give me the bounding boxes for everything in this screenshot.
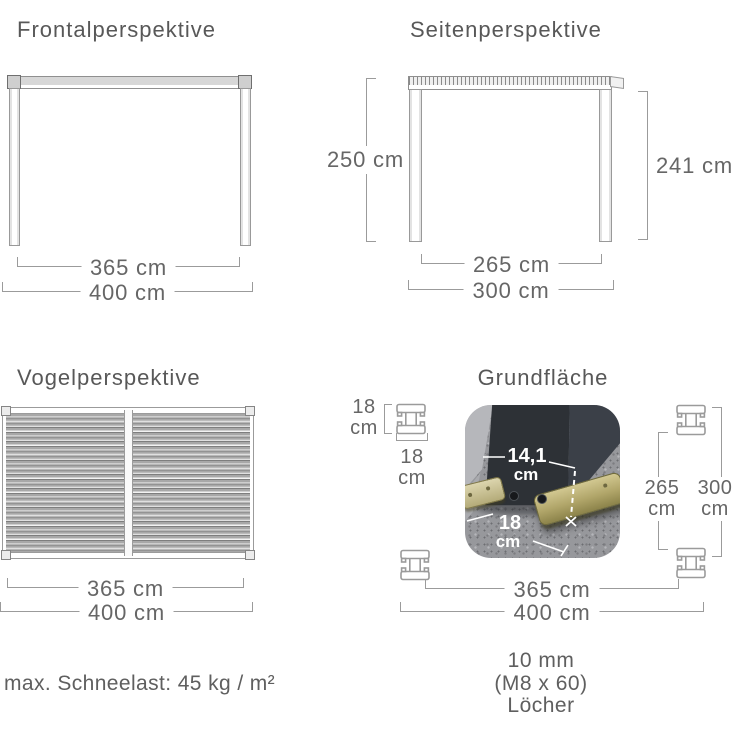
anchor-hole (509, 491, 519, 501)
side-total-height-dimension: 250 cm (322, 78, 409, 242)
plate-diagonal-value: 14,1 (508, 445, 547, 467)
front-top-beam (8, 76, 251, 89)
front-view-title: Frontalperspektive (17, 17, 216, 42)
front-inner-width-label: 365 cm (81, 255, 176, 280)
front-outer-width-label: 400 cm (80, 280, 175, 305)
post-front-dimension (396, 433, 428, 441)
post-profile-icon (400, 549, 430, 581)
birdseye-outer-width-dimension: 400 cm (0, 600, 253, 625)
side-clear-height-dimension: 241 cm (638, 91, 732, 240)
birdseye-view-title: Vogelperspektive (17, 365, 201, 390)
plate-width-unit: cm (496, 532, 521, 551)
side-beam-cap-right (610, 76, 624, 89)
anchor-hole (537, 494, 547, 504)
front-post-right (240, 88, 251, 246)
front-beam-cap-left (7, 75, 21, 89)
front-beam-cap-right (238, 75, 252, 89)
base-inner-width-dimension: 365 cm (425, 577, 679, 602)
post-profile-icon (676, 404, 706, 436)
birdseye-outer-width-label: 400 cm (79, 600, 174, 625)
panel-center-divider (124, 410, 133, 556)
birdseye-inner-width-dimension: 365 cm (7, 576, 244, 601)
side-post-right (599, 89, 612, 242)
snow-load-note: max. Schneelast: 45 kg / m² (4, 672, 276, 695)
base-outer-width-dimension: 400 cm (400, 600, 704, 625)
post-base-photo: 14,1 cm 18 cm (465, 405, 620, 558)
base-inner-width-label: 365 cm (504, 577, 600, 602)
plate-diagonal-unit: cm (514, 465, 539, 484)
panel-corner-connector (1, 406, 11, 416)
front-post-left (9, 88, 20, 246)
panel-corner-connector (245, 406, 255, 416)
front-outer-width-dimension: 400 cm (2, 280, 253, 305)
side-inner-depth-label: 265 cm (464, 252, 559, 277)
side-top-beam (408, 76, 612, 90)
side-inner-depth-dimension: 265 cm (421, 252, 602, 277)
side-outer-depth-label: 300 cm (463, 278, 559, 303)
front-inner-width-dimension: 365 cm (17, 255, 240, 280)
base-outer-width-label: 400 cm (504, 600, 600, 625)
side-view-title: Seitenperspektive (410, 17, 602, 42)
panel-corner-connector (245, 550, 255, 560)
anchor-holes-note: 10 mm (M8 x 60) Löcher (494, 649, 588, 718)
plate-width-value: 18 (499, 512, 521, 534)
photo-annotations: 14,1 cm 18 cm (466, 445, 577, 557)
side-outer-depth-dimension: 300 cm (408, 278, 614, 303)
side-clear-height-label: 241 cm (656, 152, 733, 178)
post-side-dimension (384, 404, 392, 434)
birdseye-louvre-panel (1, 406, 255, 560)
post-profile-icon (676, 547, 706, 579)
base-view-title: Grundfläche (477, 365, 609, 390)
panel-corner-connector (1, 550, 11, 560)
birdseye-inner-width-label: 365 cm (78, 576, 173, 601)
side-total-height-label: 250 cm (322, 146, 409, 174)
side-post-left (409, 89, 422, 242)
post-profile-icon (396, 403, 426, 435)
